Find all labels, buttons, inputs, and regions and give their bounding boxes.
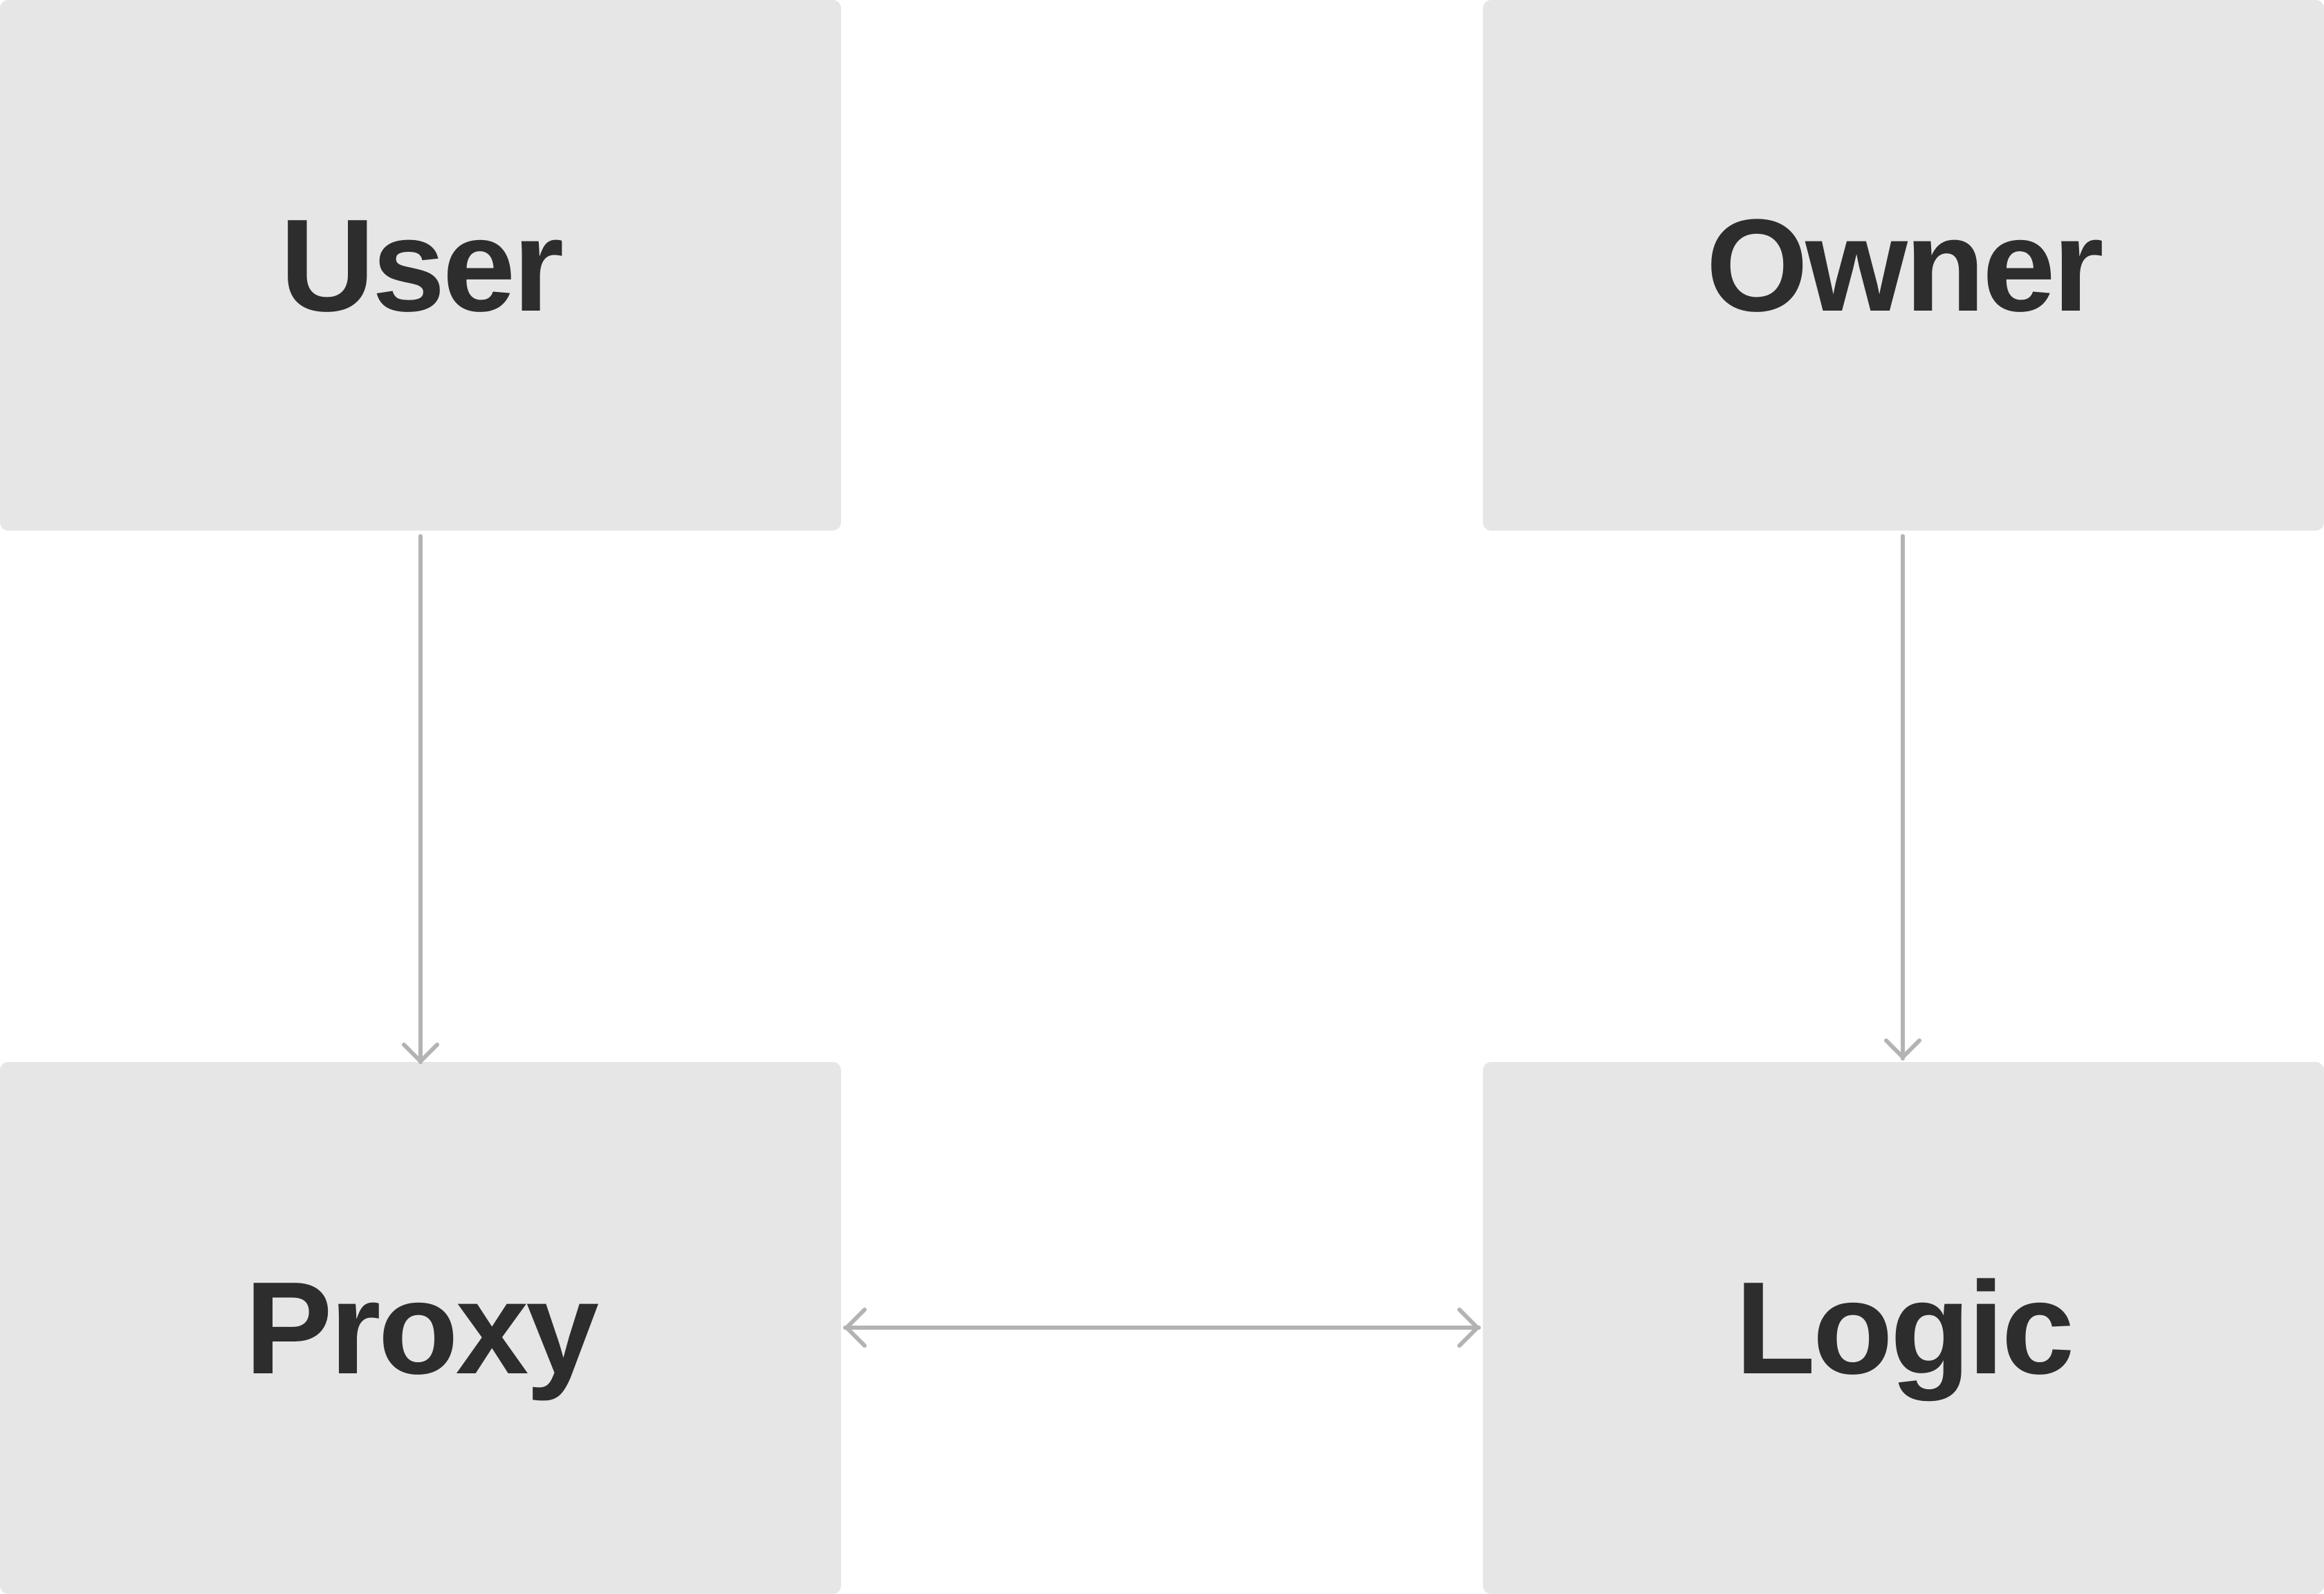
owner-node-label: Owner [1706, 192, 2103, 339]
arrowhead-down-icon [402, 1043, 439, 1063]
proxy-node: Proxy [0, 1062, 841, 1594]
user-node-label: User [279, 192, 564, 339]
arrowhead-right-icon [1457, 1308, 1479, 1348]
logic-node: Logic [1483, 1062, 2324, 1594]
proxy-node-label: Proxy [244, 1254, 599, 1402]
edge-user-to-proxy [402, 534, 439, 1064]
owner-node: Owner [1483, 0, 2324, 531]
edge-proxy-logic-bidirectional [843, 1308, 1481, 1348]
arrowhead-down-icon [1884, 1038, 1921, 1059]
edge-owner-to-logic [1884, 534, 1921, 1061]
user-node: User [0, 0, 841, 531]
arrowhead-left-icon [845, 1308, 867, 1348]
logic-node-label: Logic [1735, 1254, 2075, 1402]
